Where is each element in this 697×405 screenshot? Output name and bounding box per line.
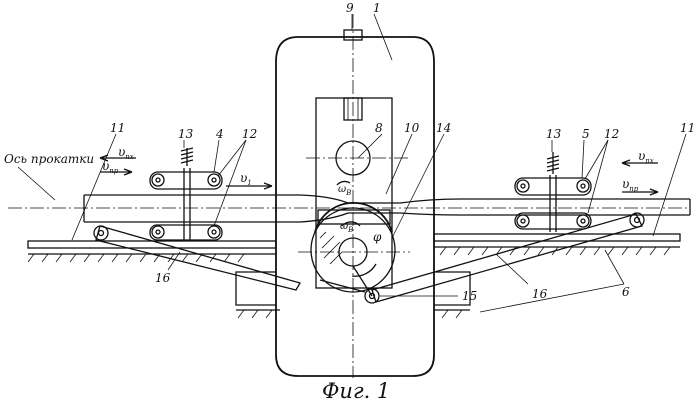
label-16-left: 16 [155,271,171,285]
label-13-left: 13 [178,127,194,141]
label-16-right: 16 [532,287,548,301]
label-12-right: 12 [604,127,619,141]
omega-top: ωВ [338,184,351,197]
figure-caption: Фиг. 1 [322,379,390,403]
label-15: 15 [462,289,477,303]
v-px-left: υпх [118,145,134,161]
leader-lines [18,14,686,312]
omega-bottom: ωВ [340,221,353,234]
v-pr-right: υпр [622,177,639,193]
label-10: 10 [404,121,420,135]
label-11-right: 11 [680,121,695,135]
label-12-left: 12 [242,127,257,141]
label-11-left: 11 [110,121,125,135]
lower-roll [298,203,410,292]
v1: υ1 [240,171,252,187]
rolling-axis-label: Ось прокатки [4,152,94,166]
label-5: 5 [582,127,590,141]
right-carriage [515,152,591,232]
v-px-right: υпх [638,149,654,165]
label-14: 14 [436,121,451,135]
label-9: 9 [346,1,354,15]
label-4: 4 [215,127,224,141]
phi-symbol: φ [373,230,382,244]
v-pr-left: υпр [102,159,119,175]
label-13-right: 13 [546,127,562,141]
left-carriage [150,148,222,240]
upper-roll [306,14,410,378]
levers [94,213,644,303]
label-6: 6 [622,285,630,299]
label-8: 8 [375,121,383,135]
label-1: 1 [373,1,381,15]
